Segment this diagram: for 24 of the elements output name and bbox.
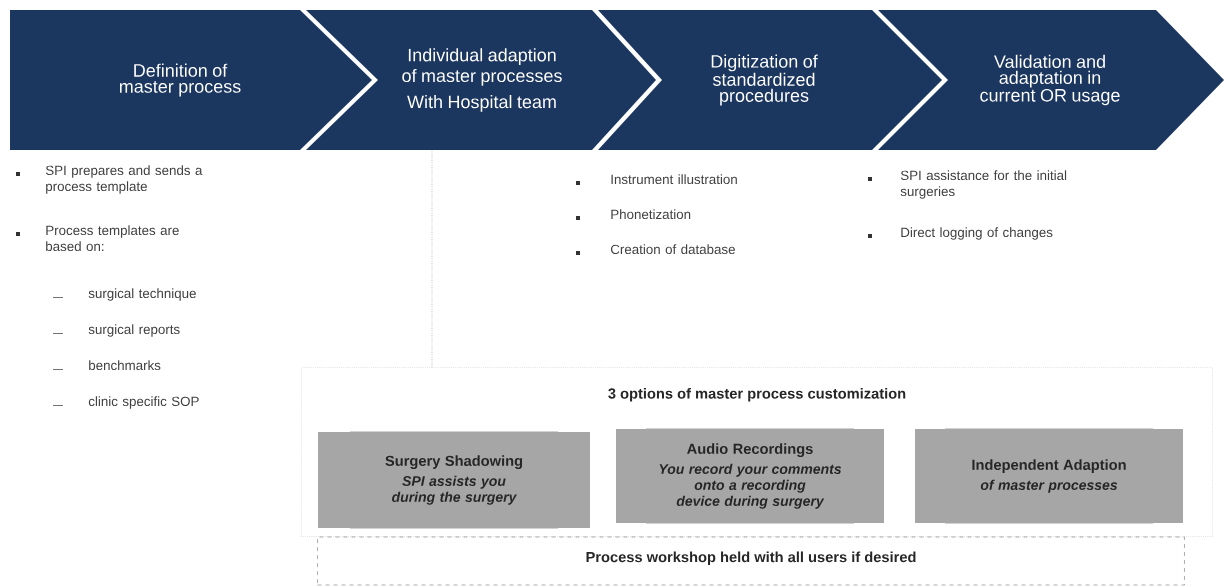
list-item: Phonetization [611,209,691,220]
node-label: Definition of master process [119,63,241,97]
node-label: Digitization of standardized procedures [711,54,818,106]
node-label: Individual adaption of master processes [402,48,562,86]
list-item: clinic specific SOP [88,396,199,409]
node-label: Validation and adaptation in current OR usage [980,54,1120,106]
chevron-step: Individual adaption of master processes With Hospital team [306,10,656,150]
list-item: SPI prepares and sends a process template [45,165,203,194]
option-box: Independent Adaption of master processes [915,428,1183,524]
list-item: Process templates are based on: [46,225,179,252]
chevron-step: Definition of master process [10,10,372,150]
workshop-box: Process workshop held with all users if desired [317,536,1185,586]
list-item: Instrument illustration [611,174,737,185]
list-item: SPI assistance for the initial surgeries [900,170,1067,199]
list-item: Direct logging of changes [901,227,1053,240]
chevron-step: Validation and adaptation in current OR usage [878,10,1224,150]
chevron-step: Digitization of standardized procedures [598,10,942,150]
list-item: surgical reports [88,324,180,337]
node-label: With Hospital team [407,95,556,112]
list-item: benchmarks [89,360,161,371]
option-box: Audio Recordings You record your comments onto a recording device during surgery [616,428,884,524]
option-box: Surgery Shadowing SPI assists you during the surgery [318,431,590,529]
list-item: Creation of database [610,244,735,255]
list-item: surgical technique [88,288,196,301]
